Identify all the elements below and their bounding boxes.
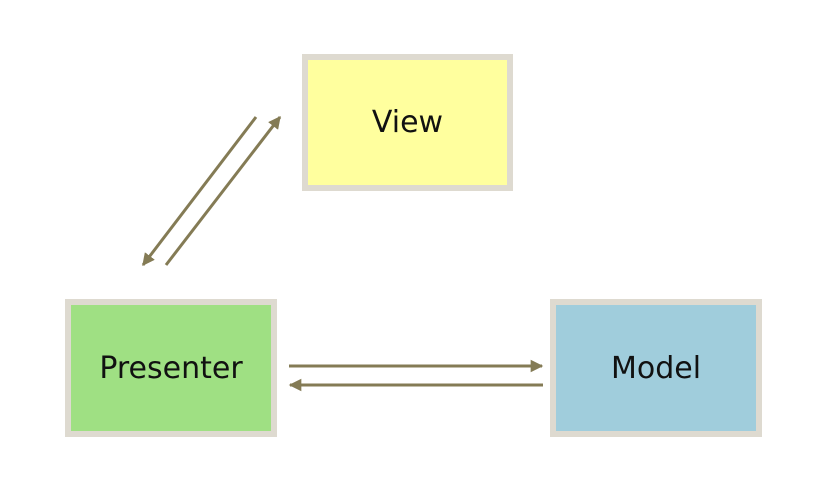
model-node-label: Model	[610, 350, 702, 386]
presenter-node: Presenter	[65, 299, 277, 437]
arrow-view-to-presenter	[141, 116, 258, 267]
view-node: View	[302, 54, 513, 191]
model-node: Model	[550, 299, 762, 437]
presenter-node-label: Presenter	[99, 350, 243, 386]
view-node-label: View	[371, 105, 444, 140]
arrow-presenter-to-view	[164, 116, 282, 266]
